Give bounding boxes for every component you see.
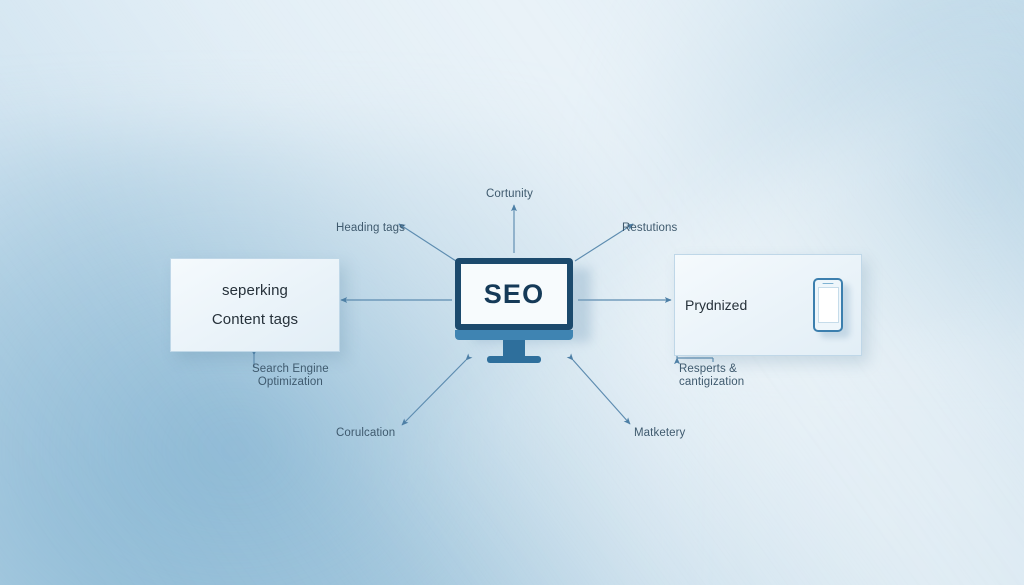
left-card-line-1: seperking (222, 282, 288, 299)
label-heading-tags: Heading tags (336, 222, 405, 234)
monitor-foot (487, 356, 541, 363)
left-info-card[interactable]: seperking Content tags (170, 258, 340, 352)
right-info-card[interactable]: Prydnized (674, 254, 862, 356)
smartphone-speaker (822, 282, 834, 284)
smartphone-icon-body (813, 278, 843, 332)
desktop-monitor-icon[interactable]: SEO (455, 258, 591, 363)
left-card-line-2: Content tags (211, 311, 299, 328)
smartphone-icon (813, 278, 850, 338)
label-restutions: Restutions (622, 222, 678, 234)
label-resperts-cantigization: Resperts & cantigization (679, 363, 745, 388)
label-corulcation: Corulcation (336, 427, 396, 439)
label-cortunity: Cortunity (486, 188, 533, 200)
monitor-chin (455, 330, 573, 340)
right-card-label: Prydnized (685, 297, 748, 313)
smartphone-screen (817, 287, 839, 323)
label-matketery: Matketery (634, 427, 686, 439)
label-search-engine-optimization: Search Engine Optimization (252, 363, 329, 388)
seo-screen-text: SEO (483, 278, 545, 309)
monitor-bezel: SEO (455, 258, 573, 330)
monitor-screen: SEO (461, 264, 567, 324)
monitor-neck (503, 340, 525, 356)
